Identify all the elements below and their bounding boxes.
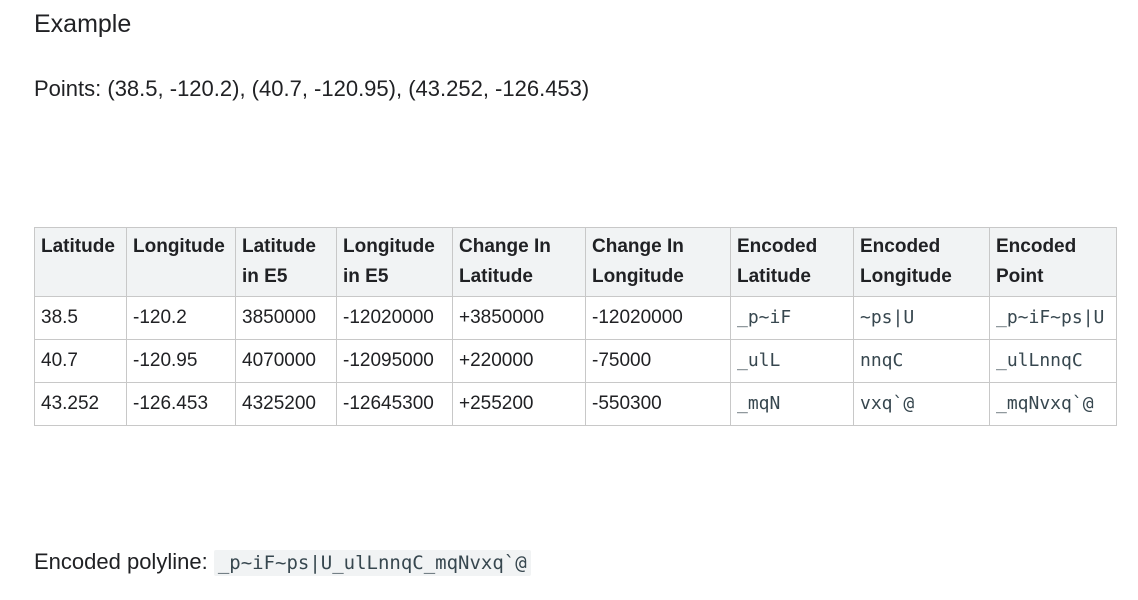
cell-longitude: -120.95 [126,339,236,383]
header-longitude: Longitude [126,227,236,297]
encoded-polyline-label: Encoded polyline: [34,549,208,574]
cell-encoded-latitude: _mqN [730,382,854,426]
cell-latitude-e5: 3850000 [235,296,337,340]
cell-encoded-point: _ulLnnqC [989,339,1117,383]
encoded-polyline-line: Encoded polyline: _p~iF~ps|U_ulLnnqC_mqN… [34,547,531,578]
cell-encoded-point: _mqNvxq`@ [989,382,1117,426]
header-latitude: Latitude [34,227,127,297]
cell-latitude-e5: 4070000 [235,339,337,383]
cell-encoded-longitude: vxq`@ [853,382,990,426]
cell-longitude-e5: -12645300 [336,382,453,426]
cell-longitude-e5: -12095000 [336,339,453,383]
cell-change-latitude: +255200 [452,382,586,426]
cell-latitude: 43.252 [34,382,127,426]
cell-change-longitude: -550300 [585,382,731,426]
cell-longitude-e5: -12020000 [336,296,453,340]
cell-encoded-longitude: nnqC [853,339,990,383]
encoded-polyline-value: _p~iF~ps|U_ulLnnqC_mqNvxq`@ [213,550,531,576]
cell-change-longitude: -75000 [585,339,731,383]
cell-encoded-longitude: ~ps|U [853,296,990,340]
cell-longitude: -126.453 [126,382,236,426]
points-text: Points: (38.5, -120.2), (40.7, -120.95),… [34,76,590,101]
table-row: 40.7 -120.95 4070000 -12095000 +220000 -… [34,339,1117,383]
cell-latitude-e5: 4325200 [235,382,337,426]
cell-change-longitude: -12020000 [585,296,731,340]
cell-longitude: -120.2 [126,296,236,340]
table-row: 43.252 -126.453 4325200 -12645300 +25520… [34,382,1117,426]
cell-change-latitude: +220000 [452,339,586,383]
cell-latitude: 40.7 [34,339,127,383]
cell-latitude: 38.5 [34,296,127,340]
section-heading: Example [34,10,132,38]
table-row: 38.5 -120.2 3850000 -12020000 +3850000 -… [34,296,1117,340]
cell-encoded-latitude: _ulL [730,339,854,383]
cell-change-latitude: +3850000 [452,296,586,340]
cell-encoded-point: _p~iF~ps|U [989,296,1117,340]
cell-encoded-latitude: _p~iF [730,296,854,340]
